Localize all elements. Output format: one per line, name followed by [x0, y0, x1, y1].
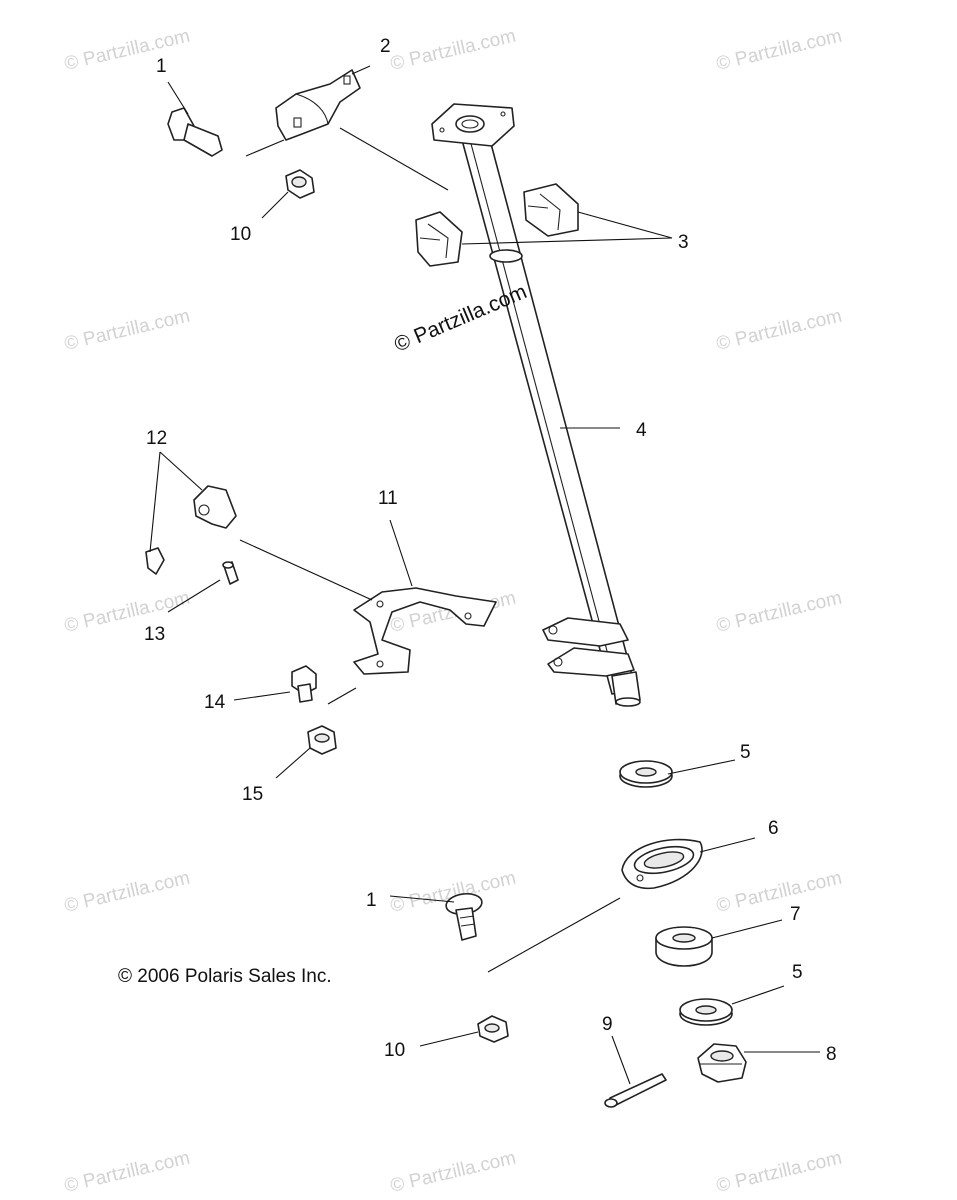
part-11-bracket: [353, 587, 497, 675]
watermark: © Partzilla.com: [62, 26, 191, 75]
part-1-bolt-lower: [445, 892, 483, 941]
watermark: © Partzilla.com: [714, 306, 843, 355]
callout-10: 10: [230, 224, 251, 245]
callout-1: 1: [366, 890, 377, 911]
part-2-clamp: [275, 69, 361, 141]
watermark: © Partzilla.com: [714, 26, 843, 75]
part-9-cotter-pin: [604, 1073, 667, 1108]
part-12-clip: [145, 485, 237, 575]
callout-labels: 1 2 3 4 10 12 11 13 14 15 5 6 1 7 5 9 10…: [144, 36, 837, 1065]
callout-8: 8: [826, 1044, 837, 1065]
leader-lines: [149, 65, 820, 1085]
watermark: © Partzilla.com: [388, 26, 517, 75]
part-8-castle-nut: [697, 1043, 747, 1083]
callout-3: 3: [678, 232, 689, 253]
callout-2: 2: [380, 36, 391, 57]
part-4-steering-post: [431, 103, 641, 707]
watermark: © Partzilla.com: [388, 1148, 517, 1197]
callout-12: 12: [146, 428, 167, 449]
watermark: © Partzilla.com: [62, 868, 191, 917]
part-5-washer-lower: [679, 998, 733, 1026]
part-6-bearing-housing: [621, 838, 703, 890]
part-13-pin: [222, 561, 239, 585]
callout-5: 5: [792, 962, 803, 983]
part-7-spacer: [655, 926, 713, 967]
part-10-nut-lower: [477, 1015, 509, 1043]
part-5-washer-upper: [619, 760, 673, 788]
callout-4: 4: [636, 420, 647, 441]
part-10-nut-upper: [285, 169, 315, 199]
callout-14: 14: [204, 692, 226, 713]
part-14-bolt: [291, 665, 317, 703]
watermark: © Partzilla.com: [62, 306, 191, 355]
callout-15: 15: [242, 784, 263, 805]
callout-1: 1: [156, 56, 167, 77]
copyright-notice: © 2006 Polaris Sales Inc.: [118, 966, 332, 987]
watermark: © Partzilla.com: [714, 588, 843, 637]
watermark: © Partzilla.com: [62, 588, 191, 637]
callout-11: 11: [378, 488, 398, 509]
callout-9: 9: [602, 1014, 613, 1035]
callout-7: 7: [790, 904, 801, 925]
callout-6: 6: [768, 818, 779, 839]
part-15-nut: [307, 725, 337, 755]
part-3-bushings: [415, 183, 579, 267]
callout-5: 5: [740, 742, 751, 763]
watermark: © Partzilla.com: [714, 1148, 843, 1197]
callout-10: 10: [384, 1040, 405, 1061]
part-1-bolt-upper: [167, 107, 223, 157]
center-watermark: © Partzilla.com: [391, 280, 530, 356]
watermark: © Partzilla.com: [714, 868, 843, 917]
watermark: © Partzilla.com: [62, 1148, 191, 1197]
callout-13: 13: [144, 624, 165, 645]
